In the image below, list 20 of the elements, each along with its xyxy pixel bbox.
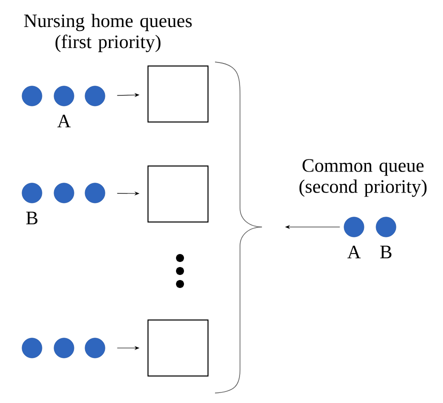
queue-dot bbox=[344, 216, 364, 238]
queue-dot bbox=[376, 216, 396, 238]
queue-dot bbox=[54, 182, 74, 204]
queue-heading: Nursing home queues (first priority) bbox=[24, 14, 192, 52]
queue-dot bbox=[84, 182, 106, 204]
queue-dot bbox=[54, 86, 74, 106]
queue-letter: A bbox=[347, 246, 361, 258]
queue-dot bbox=[84, 338, 106, 358]
queue-letter: A bbox=[57, 114, 71, 128]
server-box bbox=[148, 166, 208, 222]
queue-dot bbox=[22, 338, 42, 358]
server-box bbox=[148, 66, 208, 122]
queue-letter: B bbox=[26, 212, 38, 224]
queue-letter: B bbox=[380, 246, 392, 258]
queue-dot bbox=[54, 338, 74, 358]
queue-dot bbox=[22, 182, 42, 204]
queue-heading: Common queue (second priority) bbox=[299, 159, 427, 197]
server-box bbox=[148, 320, 208, 376]
queue-dot bbox=[84, 86, 106, 106]
queue-dot bbox=[22, 86, 42, 106]
